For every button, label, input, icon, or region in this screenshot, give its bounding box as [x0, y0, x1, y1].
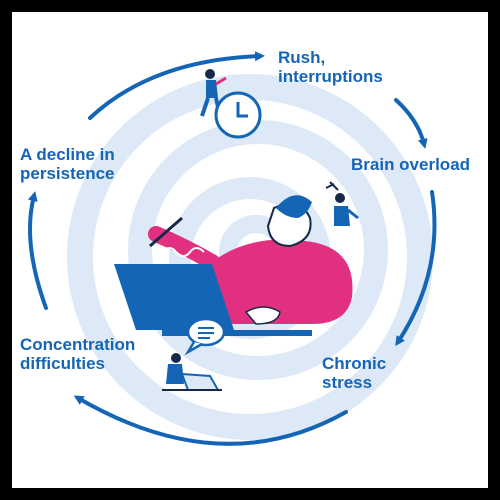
step-label-decline-in-persistence: A decline in persistence — [20, 145, 115, 183]
diagram-canvas: Rush, interruptions Brain overload Chron… — [12, 12, 488, 488]
cycle-arrows — [27, 51, 437, 446]
clock-icon — [214, 91, 262, 139]
brain-mechanic-icon — [325, 181, 359, 226]
cycle-arrow-4 — [73, 395, 348, 446]
cycle-arrow-2 — [394, 98, 428, 149]
cycle-arrow-3 — [395, 190, 437, 347]
hand-on-laptop — [244, 306, 281, 325]
seated-reader-icon — [162, 353, 222, 391]
cycle-arrow-1 — [88, 51, 265, 120]
step-label-line: stress — [322, 373, 373, 392]
step-label-line: Brain overload — [351, 155, 471, 174]
laptop-screen — [114, 264, 234, 330]
step-label-line: Rush, — [278, 48, 326, 67]
step-label-concentration-difficulties: Concentration difficulties — [20, 335, 135, 373]
step-label-rush-interruptions: Rush, interruptions — [278, 48, 383, 86]
step-label-line: A decline in — [20, 145, 115, 164]
step-label-chronic-stress: Chronic stress — [322, 354, 386, 392]
hair — [276, 195, 312, 218]
step-label-line: Chronic — [322, 354, 387, 373]
rushing-person-icon — [200, 69, 227, 117]
step-label-line: difficulties — [20, 354, 106, 373]
step-label-line: Concentration — [20, 335, 136, 354]
step-label-line: persistence — [20, 164, 115, 183]
laptop-base — [162, 330, 312, 336]
cycle-arrow-5 — [27, 191, 48, 310]
step-label-brain-overload: Brain overload — [351, 155, 470, 174]
speech-bubble-icon — [184, 317, 226, 356]
hand-squiggle — [161, 247, 205, 257]
torso — [211, 239, 353, 324]
diagram-graphics — [27, 51, 437, 446]
pen — [149, 216, 183, 248]
step-label-line: interruptions — [278, 67, 383, 86]
